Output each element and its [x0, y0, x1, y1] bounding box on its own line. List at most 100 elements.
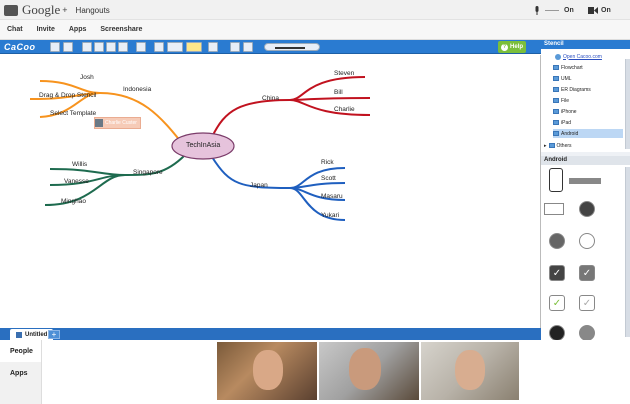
color-fill-icon[interactable] [186, 42, 202, 52]
camera-state: On [601, 6, 611, 14]
phone-shape[interactable] [549, 168, 563, 192]
stencil-header: Stencil [541, 40, 630, 49]
node-drag-drop[interactable]: Drag & Drop Stencil [39, 92, 97, 99]
radio-dark-shape[interactable] [549, 233, 565, 249]
node-willis[interactable]: Willis [72, 161, 88, 168]
participant-video[interactable] [217, 342, 317, 400]
help-button[interactable]: ? Help [498, 41, 526, 53]
node-china[interactable]: China [262, 95, 279, 102]
node-charlie[interactable]: Charlie [334, 106, 355, 113]
folder-icon [553, 65, 559, 70]
stencil-item-label: Flowchart [561, 64, 583, 71]
mindmap-diagram [29, 76, 371, 221]
undo-icon[interactable] [50, 42, 60, 52]
open-cacoo-link[interactable]: Open Cacoo.com [555, 52, 602, 61]
tab-screenshare[interactable]: Screenshare [100, 26, 143, 33]
mic-state: On [564, 6, 574, 14]
node-scott[interactable]: Scott [321, 175, 336, 182]
node-select-template[interactable]: Select Template [50, 110, 97, 117]
android-section-title: Android [544, 157, 567, 163]
mic-toggle[interactable]: On [534, 4, 574, 16]
checkbox-dark-shape[interactable]: ✓ [549, 265, 565, 281]
globe-icon [555, 53, 561, 60]
add-sheet-button[interactable]: + [48, 330, 60, 339]
center-node-shape[interactable] [171, 132, 235, 160]
checkbox-gray-shape[interactable]: ✓ [579, 265, 595, 281]
node-vanesse[interactable]: Vanesse [64, 178, 89, 185]
statusbar-shape[interactable] [569, 178, 601, 184]
shapes-scrollbar[interactable] [625, 167, 630, 337]
sheet-tab[interactable]: Untitled [10, 329, 54, 340]
node-yukari[interactable]: Yukari [321, 212, 340, 219]
app-name: Hangouts [75, 5, 110, 15]
stencil-list-scrollbar[interactable] [625, 59, 630, 149]
node-bill[interactable]: Bill [334, 89, 343, 96]
pen-icon[interactable] [208, 42, 218, 52]
camera-toggle[interactable]: On [588, 4, 611, 16]
zoom-slider[interactable] [264, 43, 320, 51]
checkbox-light-shape[interactable]: ✓ [579, 295, 595, 311]
node-indonesia[interactable]: Indonesia [123, 86, 152, 93]
tab-apps[interactable]: Apps [68, 26, 87, 33]
participant-video[interactable] [319, 342, 419, 400]
paste-icon[interactable] [106, 42, 116, 52]
stencil-item-ipad[interactable]: iPad [553, 118, 571, 127]
stencil-item-uml[interactable]: UML [553, 74, 572, 83]
redo-icon[interactable] [63, 42, 73, 52]
line-icon[interactable] [167, 42, 183, 52]
keypad-shape[interactable] [544, 203, 564, 215]
toggle-dark-shape[interactable] [549, 325, 565, 341]
avatar [95, 119, 103, 127]
stencil-item-file[interactable]: File [553, 96, 569, 105]
nav-apps[interactable]: Apps [10, 370, 28, 377]
select-icon[interactable] [136, 42, 146, 52]
hangouts-icon [4, 4, 18, 16]
tab-chat[interactable]: Chat [7, 26, 23, 33]
stencil-item-label: iPhone [561, 108, 577, 115]
copy-icon[interactable] [94, 42, 104, 52]
stencil-item-er[interactable]: ER Diagrams [553, 85, 591, 94]
nav-people[interactable]: People [0, 340, 41, 362]
android-stencil-shapes: ✓ ✓ ✓ ✓ [541, 165, 630, 341]
cacoo-logo: CaCoo [4, 42, 36, 52]
grid-icon[interactable] [230, 42, 240, 52]
android-section-header: Android [541, 156, 630, 165]
text-icon[interactable] [154, 42, 164, 52]
hangouts-lower: People Apps [0, 340, 630, 404]
node-steven[interactable]: Steven [334, 70, 355, 77]
node-singapore[interactable]: Singapore [133, 169, 163, 176]
node-japan[interactable]: Japan [250, 182, 268, 189]
stencil-item-iphone[interactable]: iPhone [553, 107, 577, 116]
radio-light-shape[interactable] [579, 233, 595, 249]
folder-icon [553, 131, 559, 136]
participant-video[interactable] [421, 342, 519, 400]
hangout-tabs: Chat Invite Apps Screenshare [0, 20, 630, 40]
help-icon: ? [500, 43, 508, 51]
folder-icon [553, 98, 559, 103]
collaborator-name: Charlie Custer [105, 120, 137, 126]
tab-invite[interactable]: Invite [36, 26, 55, 33]
stencil-others[interactable]: ▸Others [544, 141, 572, 150]
cut-icon[interactable] [82, 42, 92, 52]
collaborator-cursor: Charlie Custer [94, 117, 141, 129]
toggle-gray-shape[interactable] [579, 325, 595, 341]
node-rick[interactable]: Rick [321, 159, 334, 166]
participant-face [253, 350, 283, 390]
node-josh[interactable]: Josh [80, 74, 94, 81]
layers-icon[interactable] [243, 42, 253, 52]
dropdown-dark-shape[interactable] [579, 201, 595, 217]
node-minghao[interactable]: Minghao [61, 198, 86, 205]
delete-icon[interactable] [118, 42, 128, 52]
folder-icon [553, 109, 559, 114]
checkbox-green-shape[interactable]: ✓ [549, 295, 565, 311]
stencil-item-android[interactable]: Android [553, 129, 623, 138]
sheet-tab-bar: Untitled + [0, 328, 541, 340]
stencil-item-label: File [561, 97, 570, 104]
sheet-tab-label: Untitled [25, 331, 48, 338]
folder-icon [553, 87, 559, 92]
hangouts-header: Google + Hangouts On On [0, 0, 630, 20]
stencil-item-flowchart[interactable]: Flowchart [553, 63, 583, 72]
center-node[interactable]: TechInAsia [186, 142, 221, 149]
node-masaru[interactable]: Masaru [321, 193, 343, 200]
diagram-canvas[interactable]: TechInAsia Indonesia Josh Drag & Drop St… [0, 55, 541, 328]
